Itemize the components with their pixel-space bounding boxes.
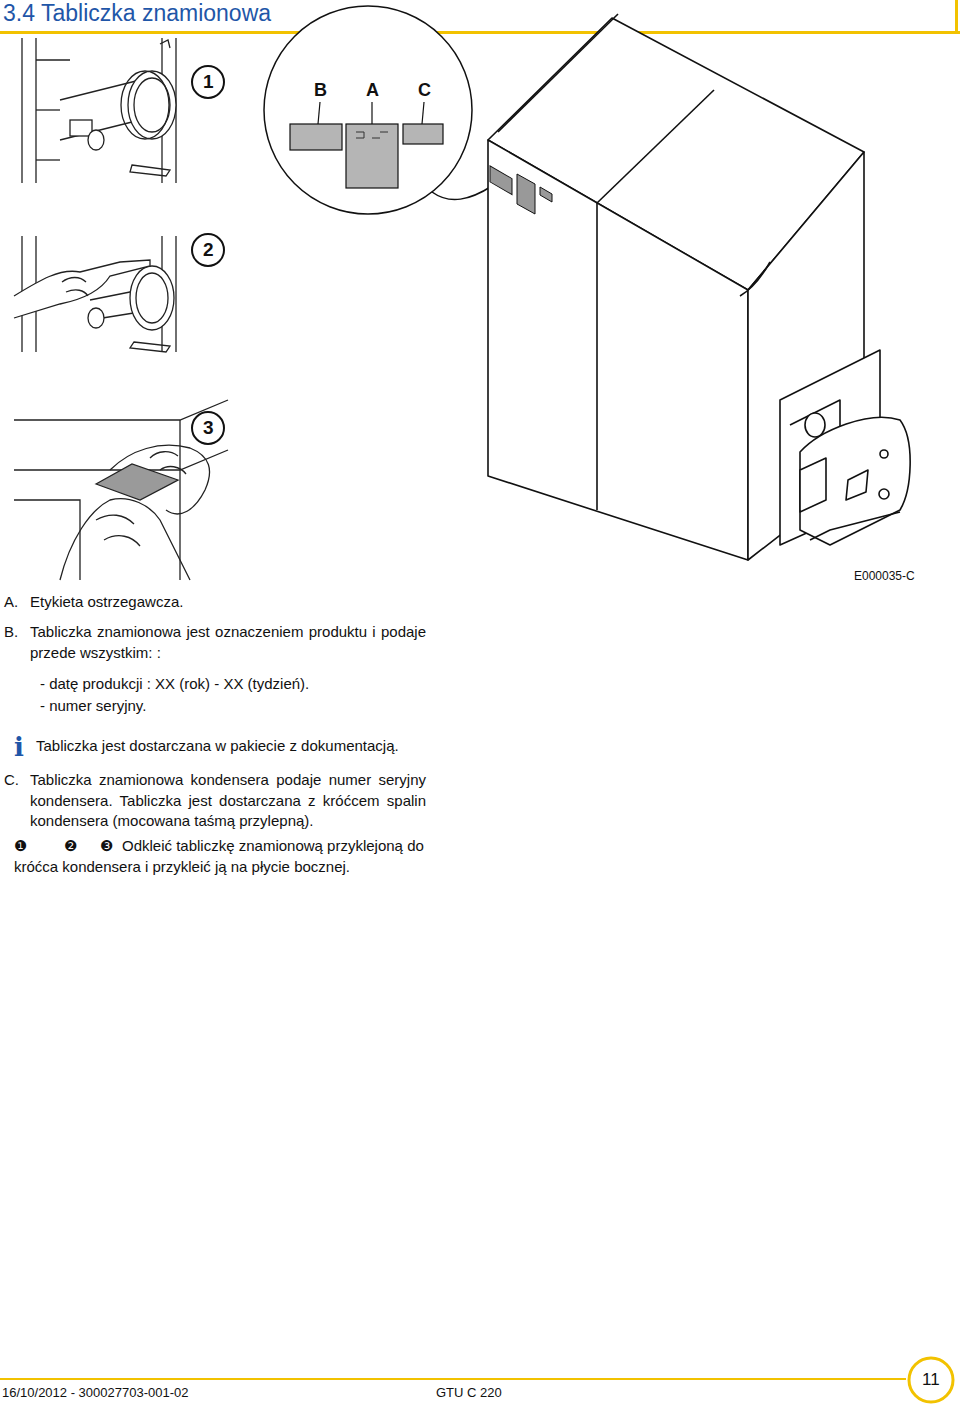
item-letter: C. [4,770,19,791]
callout-number: 1 [203,69,214,95]
page-number: 11 [922,1368,940,1391]
item-letter: A. [4,592,18,613]
boiler-drawing [488,14,910,560]
footer-text: 16/10/2012 - 300027703-001-02 [2,1384,189,1402]
title-rule [955,0,958,34]
nameplate [490,166,512,195]
info-icon: i [14,730,24,766]
item-text: Tabliczka znamionowa jest oznaczeniem pr… [30,622,426,663]
step-number: ❸ [100,836,113,857]
detail-panel [14,236,176,352]
detail-panel [22,38,176,183]
leader-line [422,102,424,124]
title-rule [0,31,960,34]
nameplate [540,187,552,202]
page-number-circle [909,1358,953,1402]
note-text: Tabliczka jest dostarczana w pakiecie z … [36,736,399,757]
list-item: - numer seryjny. [40,696,146,717]
step-number: ❶ [14,836,27,857]
zoom-circle [264,6,472,214]
nameplate [290,124,342,150]
item-text: Etykieta ostrzegawcza. [30,592,183,613]
list-item: - datę produkcji : XX (rok) - XX (tydzie… [40,674,309,695]
step-text: Odkleić tabliczkę znamionową przyklejoną… [14,836,424,877]
callout-number: 2 [203,237,214,263]
leader-line [371,102,372,124]
callout-number: 3 [203,415,214,441]
callout-circle [192,234,224,266]
part-letter: B [314,78,327,103]
footer-text: GTU C 220 [436,1384,502,1402]
step-number: ❷ [64,836,77,857]
part-letter: A [366,78,379,103]
item-letter: B. [4,622,18,643]
callout-circle [192,412,224,444]
section-title: 3.4 Tabliczka znamionowa [3,0,271,27]
warning-label [346,124,398,188]
footer-rule [0,1378,906,1380]
detail-panel [14,400,228,580]
label-mark [356,132,388,138]
warning-label [517,174,535,214]
leader-line [432,186,492,200]
item-text: Tabliczka znamionowa kondensera podaje n… [30,770,426,832]
figure-code: E000035-C [854,568,915,585]
nameplate [403,124,443,144]
leader-line [318,102,320,124]
callout-circle [192,66,224,98]
part-letter: C [418,78,431,103]
